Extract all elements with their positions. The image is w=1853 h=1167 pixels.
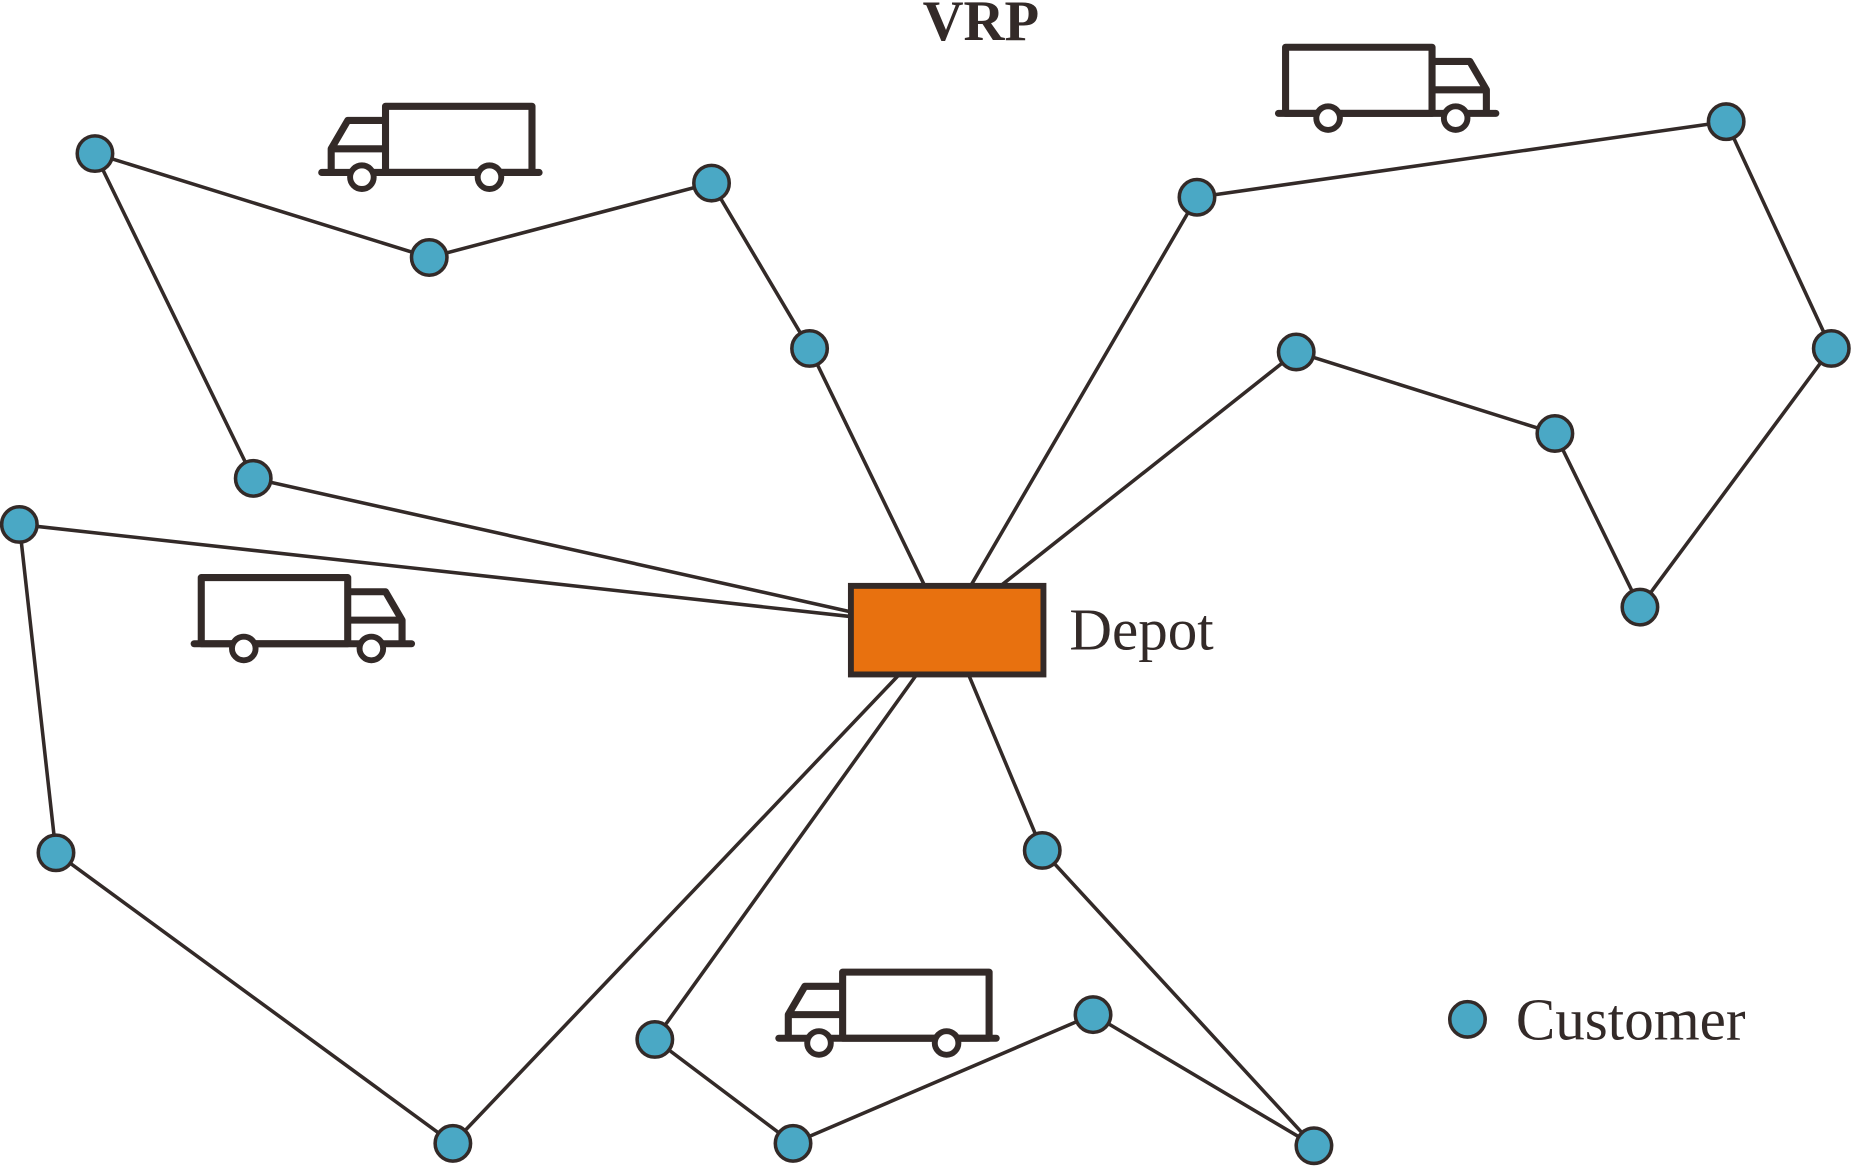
truck-icon [194, 578, 411, 661]
route-top-right [969, 119, 1834, 611]
truck-icon [1278, 47, 1495, 130]
legend-customer-label: Customer [1516, 986, 1746, 1052]
customer-node [692, 163, 732, 203]
diagram-title: VRP [923, 0, 1040, 53]
truck-icon [779, 972, 996, 1055]
truck-icon [322, 106, 539, 189]
customer-node [1706, 102, 1746, 142]
customer-node [75, 134, 115, 174]
customer-node [1620, 587, 1660, 627]
customer-node [1276, 332, 1316, 372]
customer-node [1177, 177, 1217, 217]
route-left [17, 522, 900, 1146]
customer-node [1811, 328, 1851, 368]
depot-box [847, 582, 1047, 678]
legend-customer-marker [1447, 999, 1487, 1039]
customer-node [1535, 414, 1575, 453]
customer-node [1022, 830, 1062, 870]
customer-node [233, 458, 273, 498]
customer-node [0, 504, 39, 544]
customer-node [36, 833, 76, 873]
customer-node [1073, 995, 1113, 1035]
customer-node [409, 238, 449, 277]
route-bottom [652, 674, 1316, 1148]
customer-node [635, 1019, 675, 1059]
customer-node [773, 1123, 813, 1163]
customer-nodes [0, 102, 1851, 1166]
legend: Customer [1447, 986, 1746, 1052]
customer-node [433, 1123, 473, 1163]
customer-node [790, 328, 830, 368]
route-top-left [91, 150, 926, 614]
depot-label: Depot [1069, 597, 1214, 663]
customer-node [1294, 1126, 1334, 1166]
